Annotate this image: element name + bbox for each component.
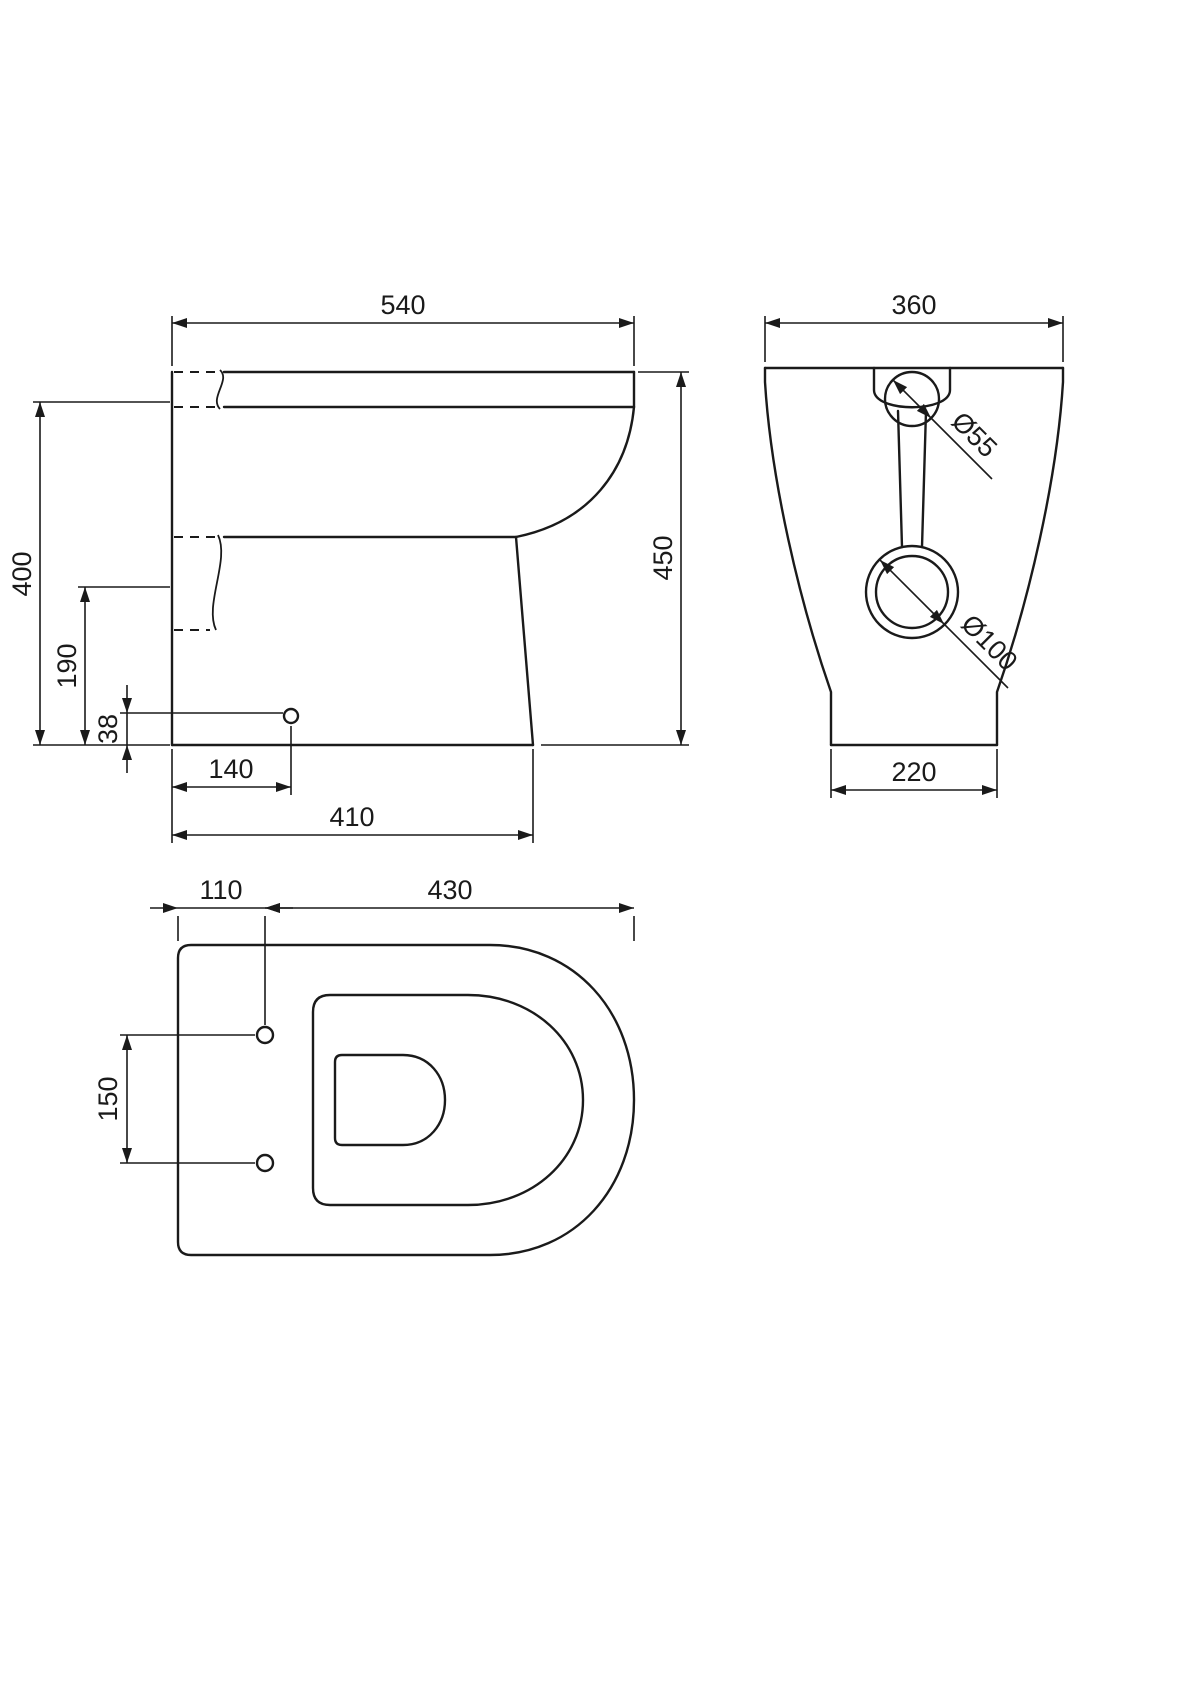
plan-seat-outline xyxy=(311,993,585,1207)
side-fixing-hole xyxy=(282,707,300,725)
dim-label-150: 150 xyxy=(93,1076,123,1121)
side-view: 540 400 190 38 140 xyxy=(7,290,689,843)
dim-label-410: 410 xyxy=(329,802,374,832)
dim-label-38: 38 xyxy=(93,714,123,744)
rear-outline xyxy=(763,366,1065,747)
outlet-circle-outer xyxy=(864,544,960,640)
dim-side-540: 540 xyxy=(171,290,635,366)
dim-label-430: 430 xyxy=(427,875,472,905)
dim-plan-150: 150 xyxy=(93,1034,255,1164)
dim-rear-360: 360 xyxy=(764,290,1064,362)
channel-right xyxy=(920,409,928,549)
dim-label-360: 360 xyxy=(891,290,936,320)
dim-label-190: 190 xyxy=(52,643,82,688)
dim-label-110: 110 xyxy=(199,875,242,905)
plan-view: 110 430 150 xyxy=(93,875,636,1257)
dim-label-400: 400 xyxy=(7,551,37,596)
side-outline xyxy=(170,369,636,747)
plan-fixing-hole-bottom xyxy=(255,1153,275,1173)
plan-fixing-hole-top xyxy=(255,1025,275,1045)
dim-side-140: 140 xyxy=(172,726,292,795)
break-squiggle xyxy=(216,369,224,410)
rear-view: 360 Ø55 Ø100 220 xyxy=(763,290,1065,798)
channel-left xyxy=(896,409,904,549)
dim-rear-outlet: Ø100 xyxy=(879,559,1023,689)
break-squiggle xyxy=(211,534,223,631)
dim-label-450: 450 xyxy=(648,535,678,580)
dim-plan-430: 430 xyxy=(265,875,635,941)
dim-plan-110: 110 xyxy=(150,875,293,1025)
dim-side-450: 450 xyxy=(541,371,689,746)
plan-outline xyxy=(176,943,636,1257)
plan-outer-outline xyxy=(176,943,636,1257)
dim-side-190: 190 xyxy=(52,586,170,745)
outlet-circle-inner xyxy=(874,554,950,630)
dim-rear-220: 220 xyxy=(830,749,998,798)
inlet-circle xyxy=(883,370,941,428)
dim-side-400: 400 xyxy=(7,401,170,746)
dim-label-inlet-dia: Ø55 xyxy=(946,406,1003,463)
dim-label-140: 140 xyxy=(208,754,253,784)
dim-side-38: 38 xyxy=(93,685,283,773)
dim-label-220: 220 xyxy=(891,757,936,787)
plan-bowl-outline xyxy=(333,1053,447,1147)
dim-label-540: 540 xyxy=(380,290,425,320)
dim-side-410: 410 xyxy=(171,749,534,843)
